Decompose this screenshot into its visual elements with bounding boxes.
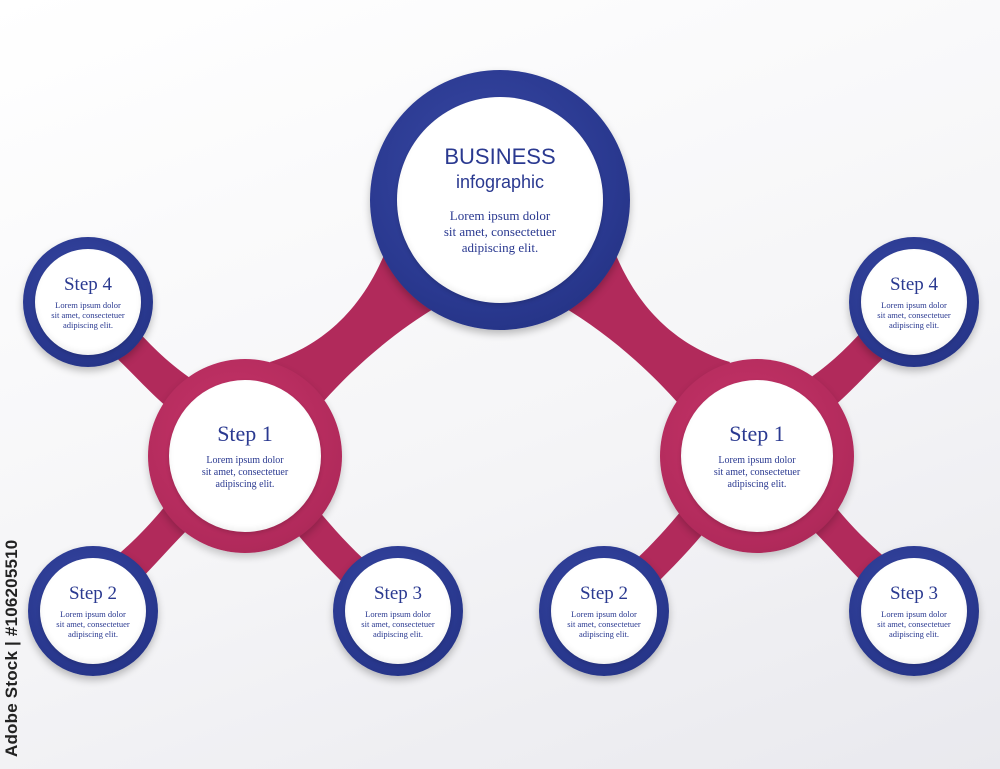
right-step-2-desc-3: adipiscing elit. [578,629,630,639]
left-step-4-title: Step 4 [63,274,113,295]
main-subtitle: infographic [455,172,545,192]
right-step-2-circle: Step 2 Lorem ipsum dolor sit amet, conse… [539,546,669,676]
left-step-2-desc-3: adipiscing elit. [67,629,119,639]
main-desc-line-3: adipiscing elit. [461,240,539,255]
left-step-2-title: Step 2 [68,583,118,604]
left-step-2-content: Step 2 Lorem ipsum dolor sit amet, conse… [40,558,146,664]
left-step-3-circle: Step 3 Lorem ipsum dolor sit amet, conse… [333,546,463,676]
left-step-2-desc-1: Lorem ipsum dolor [60,609,126,619]
main-title: BUSINESS [444,144,556,169]
left-step-4-circle: Step 4 Lorem ipsum dolor sit amet, conse… [23,237,153,367]
right-step-4-circle: Step 4 Lorem ipsum dolor sit amet, conse… [849,237,979,367]
left-step-3-desc-3: adipiscing elit. [372,629,424,639]
right-step-2-desc-2: sit amet, consectetuer [567,619,641,629]
main-circle: BUSINESS infographic Lorem ipsum dolor s… [370,70,630,330]
right-step-3-circle: Step 3 Lorem ipsum dolor sit amet, conse… [849,546,979,676]
right-step-1-desc-1: Lorem ipsum dolor [718,455,796,466]
left-step-3-desc-2: sit amet, consectetuer [361,619,435,629]
right-step-3-desc-3: adipiscing elit. [888,629,940,639]
left-step-1-desc-1: Lorem ipsum dolor [206,455,284,466]
right-step-3-content: Step 3 Lorem ipsum dolor sit amet, conse… [861,558,967,664]
main-desc-line-2: sit amet, consectetuer [443,224,557,239]
left-step-4-content: Step 4 Lorem ipsum dolor sit amet, conse… [35,249,141,355]
right-step-4-desc-2: sit amet, consectetuer [877,310,951,320]
right-step-4-desc-1: Lorem ipsum dolor [881,300,947,310]
left-step-3-title: Step 3 [373,583,423,604]
right-step-2-content: Step 2 Lorem ipsum dolor sit amet, conse… [551,558,657,664]
right-step-3-title: Step 3 [889,583,939,604]
right-step-3-desc-2: sit amet, consectetuer [877,619,951,629]
connector-main-right [560,245,730,430]
right-step-1-content: Step 1 Lorem ipsum dolor sit amet, conse… [681,380,833,532]
left-step-1-circle: Step 1 Lorem ipsum dolor sit amet, conse… [148,359,342,553]
left-step-4-desc-1: Lorem ipsum dolor [55,300,121,310]
left-step-3-content: Step 3 Lorem ipsum dolor sit amet, conse… [345,558,451,664]
right-step-4-title: Step 4 [889,274,939,295]
left-step-4-desc-2: sit amet, consectetuer [51,310,125,320]
left-step-2-circle: Step 2 Lorem ipsum dolor sit amet, conse… [28,546,158,676]
left-step-1-title: Step 1 [217,421,273,446]
right-step-1-desc-3: adipiscing elit. [727,479,787,490]
left-step-1-desc-2: sit amet, consectetuer [201,467,289,478]
stock-watermark: Adobe Stock | #106205510 [2,539,21,757]
left-step-3-desc-1: Lorem ipsum dolor [365,609,431,619]
left-step-4-desc-3: adipiscing elit. [62,320,114,330]
right-step-2-title: Step 2 [579,583,629,604]
right-step-2-desc-1: Lorem ipsum dolor [571,609,637,619]
main-desc-line-1: Lorem ipsum dolor [449,208,551,223]
right-step-3-desc-1: Lorem ipsum dolor [881,609,947,619]
right-step-1-desc-2: sit amet, consectetuer [713,467,801,478]
main-circle-content: BUSINESS infographic Lorem ipsum dolor s… [397,97,603,303]
right-step-4-desc-3: adipiscing elit. [888,320,940,330]
right-step-4-content: Step 4 Lorem ipsum dolor sit amet, conse… [861,249,967,355]
right-step-1-title: Step 1 [729,421,785,446]
right-step-1-circle: Step 1 Lorem ipsum dolor sit amet, conse… [660,359,854,553]
connector-main-left [270,245,440,430]
left-step-1-content: Step 1 Lorem ipsum dolor sit amet, conse… [169,380,321,532]
left-step-2-desc-2: sit amet, consectetuer [56,619,130,629]
left-step-1-desc-3: adipiscing elit. [215,479,275,490]
